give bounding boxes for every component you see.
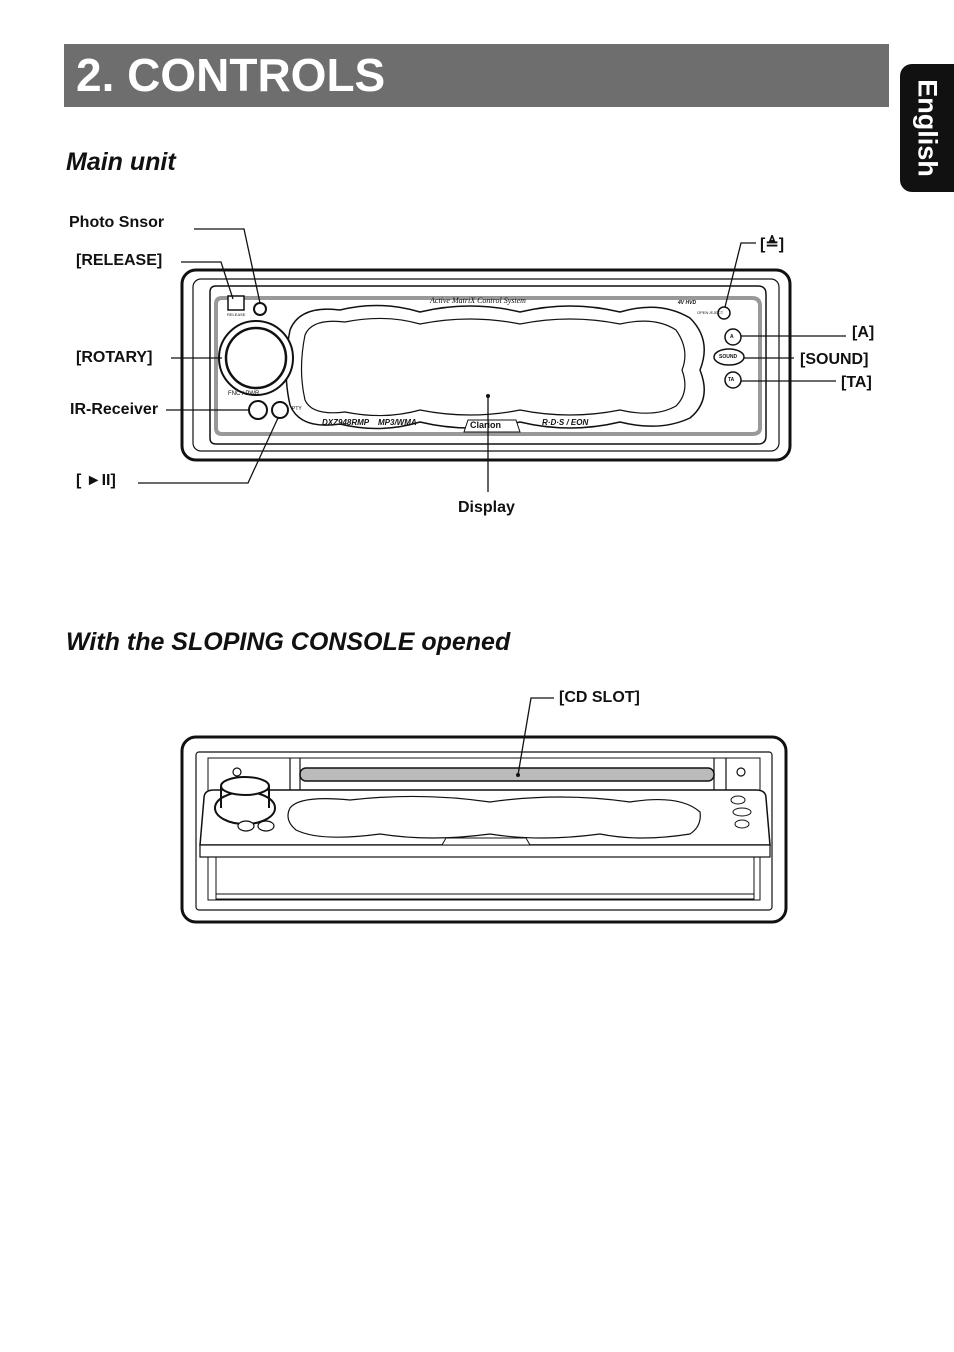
console-knob-top [220, 776, 270, 796]
rotary-knob [224, 326, 288, 390]
cd-slot [299, 767, 715, 782]
system-name-print: Active MatriX Control System [430, 296, 526, 305]
rds-print: R·D·S / EON [542, 418, 589, 427]
display-label: Display [458, 499, 515, 516]
language-tab-label: English [912, 79, 943, 177]
console-knob-base [214, 791, 276, 825]
sound-small-print: SOUND [719, 354, 738, 360]
play-pause-label: [ ►II] [76, 472, 116, 489]
ir-receiver-label: IR-Receiver [70, 401, 159, 418]
eject-label: [≜] [760, 236, 785, 253]
sloping-console-heading: With the SLOPING CONSOLE opened [66, 628, 511, 656]
a-small-print: A [730, 334, 734, 340]
language-tab: English [900, 64, 954, 192]
tilted-display [287, 795, 701, 839]
dvd-print: 4V HVD [678, 300, 697, 306]
ta-small-print: TA [728, 377, 735, 383]
rotary-knob-ring [218, 320, 294, 396]
photo-sensor [253, 302, 267, 316]
release-label: [RELEASE] [76, 252, 163, 269]
display-window [300, 317, 686, 417]
page-title: 2. CONTROLS [76, 49, 386, 101]
section-title-bar: 2. CONTROLS [64, 44, 889, 107]
sound-button-label: [SOUND] [800, 351, 869, 368]
release-small-print: RELEASE [227, 312, 246, 317]
main-unit-heading: Main unit [66, 148, 176, 176]
display-frame [285, 304, 705, 430]
console-inner-frame [195, 751, 773, 911]
play-pause-leader [138, 417, 279, 484]
tilted-faceplate [199, 789, 771, 846]
open-eject-print: OPEN /EJECT [697, 310, 724, 315]
cd-slot-leader [517, 697, 554, 776]
ta-button-label: [TA] [841, 374, 872, 391]
ir-receiver [248, 400, 268, 420]
console-inner-frame-2 [207, 757, 761, 901]
faceplate-band [214, 296, 762, 436]
release-leader [181, 261, 234, 300]
console-housing [180, 735, 788, 924]
brand-print: Clarion [470, 420, 502, 430]
format-print: MP3/WMA [378, 418, 417, 427]
rotary-label: [ROTARY] [76, 349, 153, 366]
release-button [227, 295, 245, 311]
pty-print: PTY [292, 406, 302, 412]
cd-slot-label: [CD SLOT] [559, 689, 640, 706]
photo-sensor-label: Photo Snsor [69, 214, 165, 231]
play-pause-button [271, 401, 289, 419]
fnc-pwr-print: FNC / PWR [228, 391, 260, 397]
eject-leader [724, 242, 756, 308]
model-print: DXZ948RMP [322, 418, 370, 427]
a-button-label: [A] [852, 324, 875, 341]
photo-sensor-leader [194, 228, 261, 304]
